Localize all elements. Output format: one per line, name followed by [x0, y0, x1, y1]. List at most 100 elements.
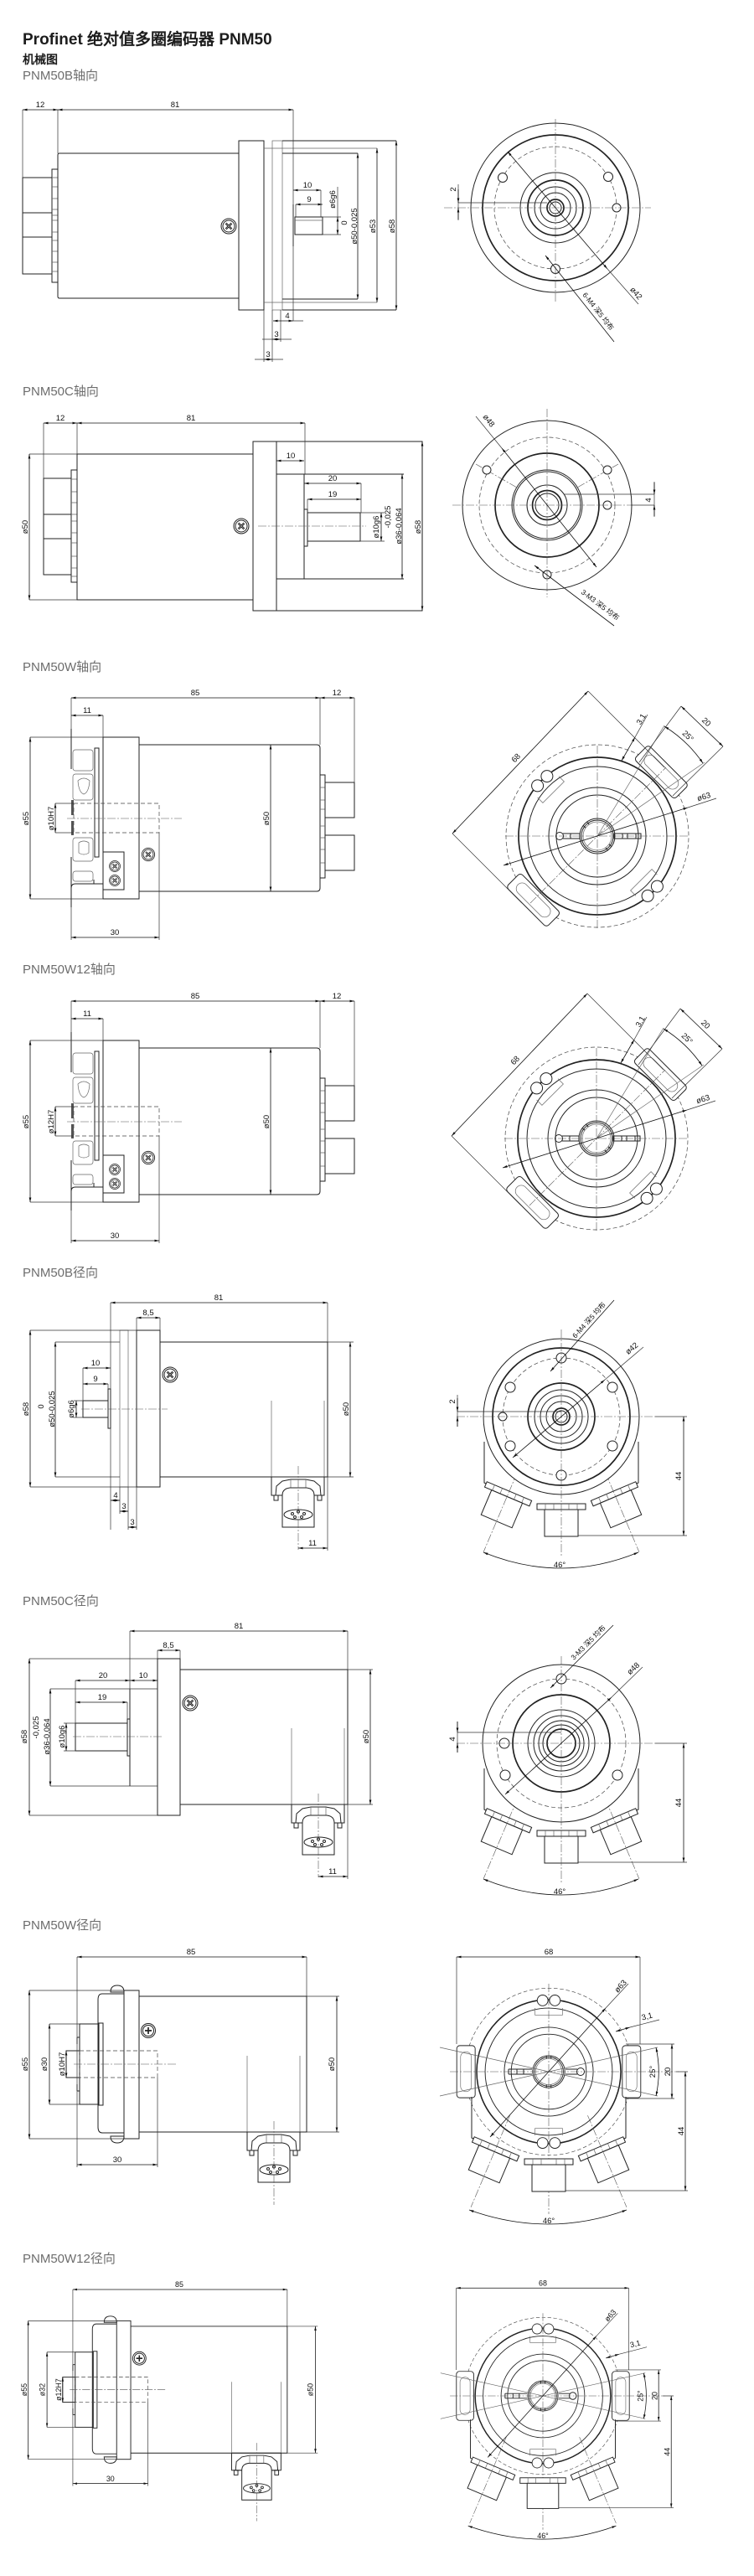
- front-geometry: [440, 1957, 688, 2224]
- dimension-label: ø58: [414, 520, 423, 534]
- screw-icon: [233, 518, 250, 534]
- dimension-label: 19: [98, 1693, 107, 1702]
- page-subtitle: 机械图: [23, 53, 58, 66]
- dimension-label: 3: [266, 350, 270, 359]
- dimension-label: 81: [235, 1622, 244, 1631]
- dimension-label: ø42: [627, 286, 643, 302]
- side-view: 12 81 10 9 ø6g6 0 ø50-0,025 ø53 ø58 4 3 …: [22, 101, 398, 362]
- angle-label: 25°: [648, 2066, 658, 2078]
- shaft: [75, 1722, 128, 1752]
- front-view: 68 3,1 20 25° ø63: [452, 994, 732, 1274]
- section-label: PNM50W轴向: [23, 660, 102, 674]
- side-view: 12 81 ø50 10 20 19 ø10g6 -0,025 ø36-0,06…: [21, 414, 424, 612]
- dimension-label: ø55: [21, 2057, 30, 2071]
- section-pnm50b-axial: 12 81 10 9 ø6g6 0 ø50-0,025 ø53 ø58 4 3 …: [22, 101, 651, 362]
- dimension-label: 20: [700, 716, 712, 729]
- connector-nut: [51, 168, 59, 283]
- section-label: PNM50B轴向: [23, 69, 99, 83]
- dimension-label: 44: [674, 1799, 684, 1808]
- dimension-label: 85: [187, 1948, 196, 1957]
- dimension-label: -0,025: [384, 506, 393, 529]
- dimension-label: ø50: [362, 1730, 371, 1743]
- front-geometry: [441, 2288, 674, 2539]
- connector: [22, 177, 53, 275]
- dimension-label: 25°: [680, 729, 695, 744]
- dimension-label: 3,1: [635, 712, 648, 726]
- section-label: PNM50C轴向: [23, 385, 99, 399]
- dimension-label: 10: [303, 181, 312, 190]
- section-pnm50b-radial: 81 8,5 10 9 ø58 0 ø50-0,025 ø6g6 4 3 3 ø…: [22, 1293, 687, 1570]
- angle-label: 46°: [543, 2217, 555, 2226]
- thread-note: 3-M3 深5 均布: [569, 1624, 607, 1661]
- dimension-label: 81: [214, 1293, 224, 1303]
- dimension-label: ø30: [40, 2057, 49, 2071]
- section-pnm50w-radial: 85 ø55 ø30 ø10H7 30 ø50 68 ø63 3,1 25° 2…: [21, 1948, 688, 2226]
- thread-note: 3-M3 深5 均布: [580, 588, 621, 622]
- dimension-label: 3,1: [629, 2339, 641, 2350]
- flange: [136, 1329, 161, 1488]
- section-pnm50w-axial: 85 12 11 ø55 ø10H7 ø50 30 68 3,1 20 25° …: [22, 689, 733, 972]
- section-pnm50w12-axial: 85 12 11 ø55 ø12H7 ø50 30 68 3,1 20 25° …: [22, 992, 732, 1274]
- dimension-label: ø6g6: [328, 190, 338, 209]
- dimension-label: 30: [113, 2155, 122, 2165]
- housing: [179, 1669, 349, 1805]
- dimension-label: 85: [175, 2280, 183, 2289]
- dimension-label: 10: [139, 1671, 148, 1680]
- dimension-label: ø12H7: [54, 2378, 63, 2401]
- side-geometry: [29, 1957, 339, 2205]
- front-view: ø48 4 3-M3 深5 均布: [452, 409, 656, 627]
- dimension-label: 10: [287, 452, 296, 461]
- dimension-label: -0,025: [32, 1716, 41, 1739]
- dimension-label: ø63: [696, 791, 712, 803]
- dimension-label: 8,5: [142, 1309, 153, 1318]
- dimension-label: 44: [677, 2127, 686, 2136]
- section-label: PNM50W径向: [23, 1918, 102, 1933]
- section-label: PNM50C径向: [23, 1594, 99, 1608]
- dimension-label: ø50: [328, 2057, 337, 2071]
- dimension-label: 68: [510, 752, 523, 765]
- housing: [57, 152, 240, 299]
- side-geometry: [30, 1001, 354, 1243]
- dimension-label: ø58: [22, 1402, 31, 1416]
- dimension-label: 2: [449, 187, 458, 191]
- dimension-label: 85: [191, 992, 200, 1001]
- dimension-label: 19: [328, 490, 338, 499]
- dimension-label: ø50: [262, 1115, 271, 1128]
- dimension-label: 30: [111, 1231, 120, 1241]
- dimension-label: 4: [644, 498, 653, 502]
- front-view: 68 3,1 20 25° ø63: [452, 691, 733, 972]
- dimension-label: 8,5: [163, 1641, 173, 1650]
- dimension-label: ø58: [20, 1730, 29, 1743]
- side-view: 85 12 11 ø55 ø12H7 ø50 30: [22, 992, 354, 1243]
- screw-icon: [182, 1695, 199, 1711]
- radial-connector: [291, 1727, 345, 1878]
- dimension-label: ø55: [22, 1115, 31, 1128]
- dimension-label: ø10g6: [58, 1726, 67, 1748]
- side-geometry: [28, 2289, 318, 2521]
- dimension-label: 20: [99, 1671, 108, 1680]
- angle-label: 46°: [554, 1887, 566, 1897]
- dimension-label: ø6g6: [67, 1400, 76, 1418]
- dimension-label: ø50: [262, 812, 271, 825]
- dimension-label: ø36-0,064: [395, 508, 404, 544]
- dimension-label: ø50-0,025: [350, 208, 359, 244]
- side-view: 85 12 11 ø55 ø10H7 ø50 30: [22, 689, 354, 940]
- dimension-label: ø10H7: [58, 2052, 67, 2077]
- dimension-label: ø10H7: [47, 807, 56, 831]
- thread-note: 6-M4 深5 均布: [581, 291, 615, 332]
- dimension-label: ø63: [695, 1093, 711, 1106]
- dimension-label: ø50: [21, 520, 30, 534]
- dimension-label: 44: [663, 2448, 671, 2456]
- dimension-label: ø12H7: [47, 1110, 56, 1134]
- dimension-label: ø58: [388, 219, 397, 233]
- dimension-label: 11: [83, 1009, 91, 1019]
- dimension-label: 3,1: [641, 2011, 653, 2023]
- flange: [238, 140, 265, 311]
- dimension-label: 12: [333, 992, 342, 1001]
- dimension-label: 3: [130, 1518, 134, 1527]
- dimension-label: 85: [191, 689, 200, 698]
- dimension-label: 11: [328, 1867, 337, 1877]
- screw-icon: [162, 1366, 178, 1383]
- shaft: [294, 216, 323, 235]
- dimension-label: 0: [340, 220, 349, 225]
